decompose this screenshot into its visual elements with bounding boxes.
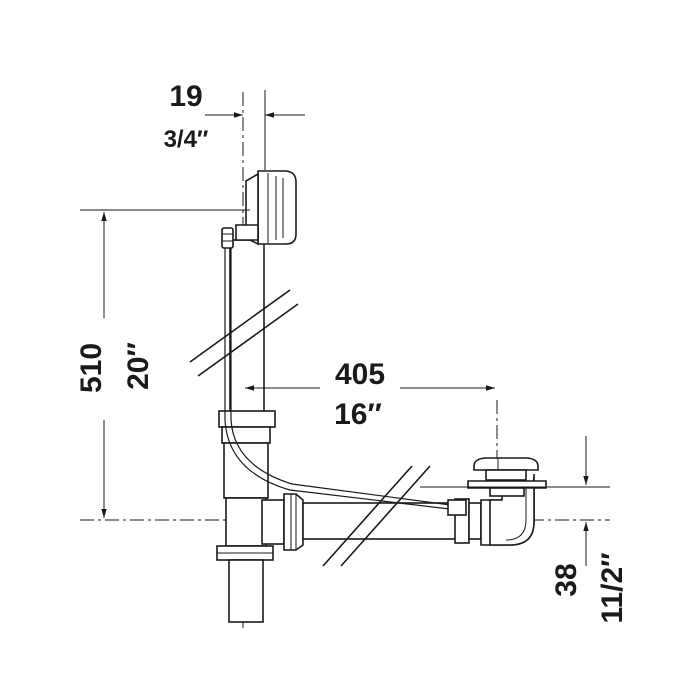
dimension-drain-distance-mm: 405 [335,358,385,391]
dimension-outlet-top-in: 3/4″ [164,126,209,153]
dimension-overflow-height: 510 20″ [75,212,155,518]
dimension-drain-depth-in: 11/2″ [596,552,629,623]
dimension-drain-depth-mm: 38 [550,563,583,596]
control-cable [224,248,467,516]
dimension-drain-distance-in: 16″ [334,398,382,431]
dimension-outlet-top: 19 3/4″ [164,80,305,153]
dimension-overflow-height-mm: 510 [75,343,108,393]
dimension-drain-depth: 38 11/2″ [550,436,629,624]
dimension-outlet-top-mm: 19 [169,80,202,113]
dimension-overflow-height-in: 20″ [122,342,155,390]
drain-stopper [467,457,547,497]
break-lines [189,289,431,567]
tee-fitting [216,410,304,623]
extension-lines [80,90,610,488]
dimension-drain-distance: 405 16″ [245,358,495,431]
